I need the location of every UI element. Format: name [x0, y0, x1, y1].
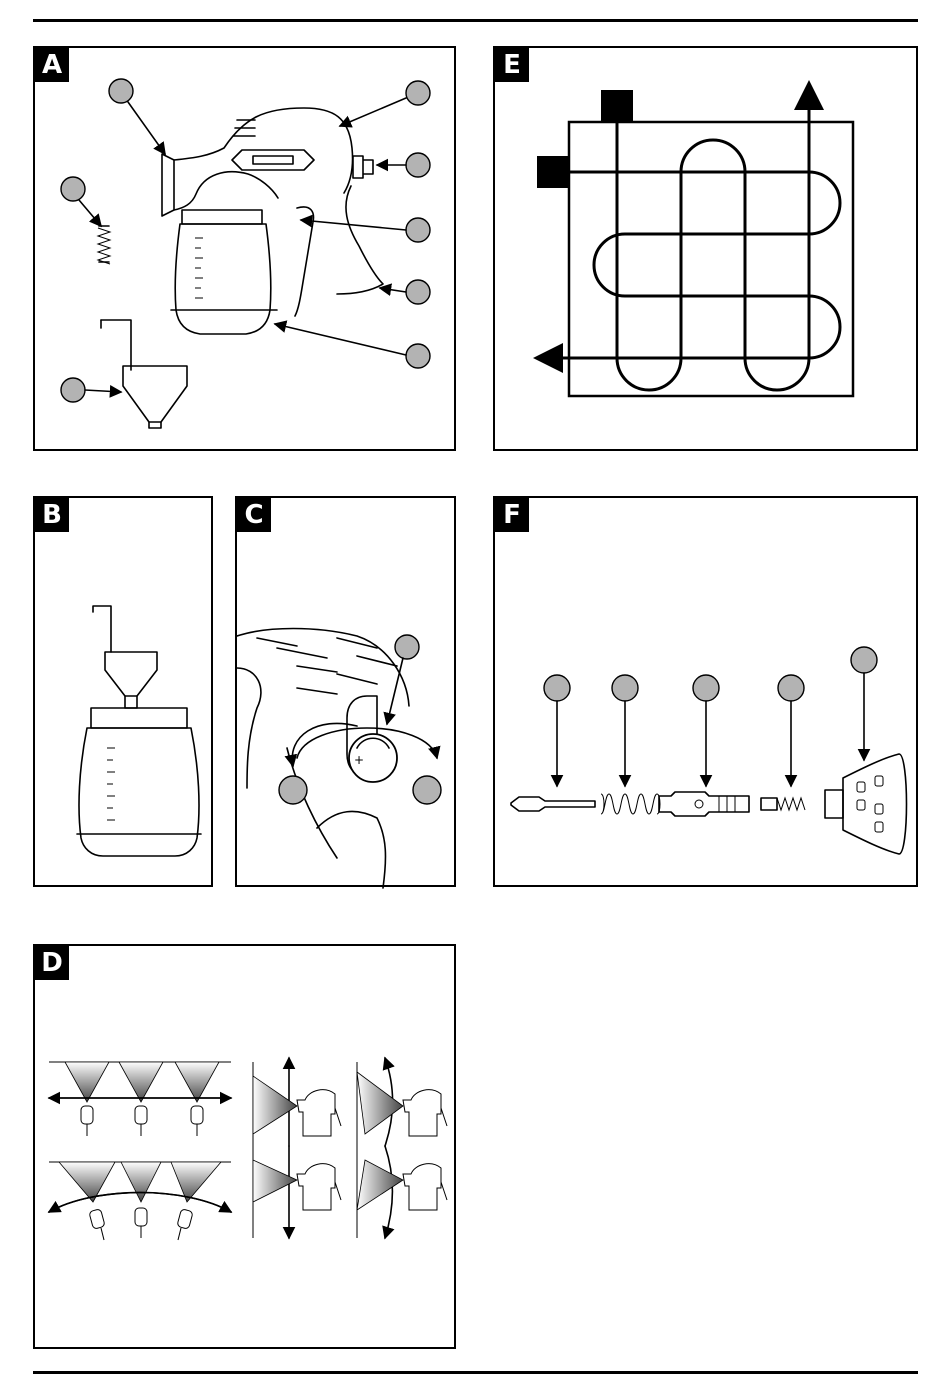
spray-gun-mini-4 [403, 1164, 447, 1210]
valve-body-icon [659, 792, 749, 816]
panel-b: B [33, 496, 213, 887]
callout-nozzle-cap [851, 647, 877, 673]
spray-gun-mini-2 [297, 1164, 341, 1210]
callout-valve [693, 675, 719, 701]
spray-gun-mini-1 [297, 1090, 341, 1136]
callout-small-spring [778, 675, 804, 701]
callout-spring [612, 675, 638, 701]
spray-gun-mini-3 [403, 1090, 447, 1136]
panel-d: D [33, 944, 456, 1349]
spring-icon [601, 794, 660, 814]
callout-funnel [61, 378, 85, 402]
callout-flow-knob [406, 153, 430, 177]
needle-icon [511, 797, 595, 811]
callout-spring [61, 177, 85, 201]
svg-text:+: + [354, 753, 364, 767]
horizontal-passes [539, 172, 840, 358]
start-marker-left [537, 156, 569, 188]
callout-increase [413, 776, 441, 804]
start-marker-top [601, 90, 633, 122]
panel-a: A [33, 46, 456, 451]
small-spring-icon [761, 798, 805, 810]
flow-adjust-figure: + [237, 498, 458, 889]
spray-gun-exploded-figure [35, 48, 458, 453]
filling-container-figure [35, 498, 215, 889]
spray-technique-figure [35, 946, 458, 1351]
spray-gun-icon [162, 108, 383, 334]
bottom-rule [33, 1371, 918, 1374]
panel-c: C + [235, 496, 456, 887]
panel-f: F [493, 496, 918, 887]
panel-e: E [493, 46, 918, 451]
nozzle-parts-figure [495, 498, 920, 889]
correct-technique-row [65, 1062, 219, 1102]
spring-icon [98, 226, 110, 264]
callout-nozzle [109, 79, 133, 103]
funnel-icon [101, 320, 187, 428]
container-icon [77, 708, 201, 856]
callout-trigger [406, 218, 430, 242]
incorrect-technique-row [59, 1162, 221, 1202]
vertical-passes [617, 86, 809, 390]
top-rule [33, 19, 918, 22]
callout-container [406, 344, 430, 368]
nozzle-row-1 [81, 1106, 203, 1136]
callout-handle [406, 280, 430, 304]
funnel-icon [93, 606, 157, 708]
callout-needle [544, 675, 570, 701]
callout-knob [395, 635, 419, 659]
callout-decrease [279, 776, 307, 804]
nozzle-cap-icon [825, 754, 907, 854]
spray-pattern-figure [495, 48, 920, 453]
nozzle-row-2 [89, 1208, 193, 1240]
callout-housing [406, 81, 430, 105]
